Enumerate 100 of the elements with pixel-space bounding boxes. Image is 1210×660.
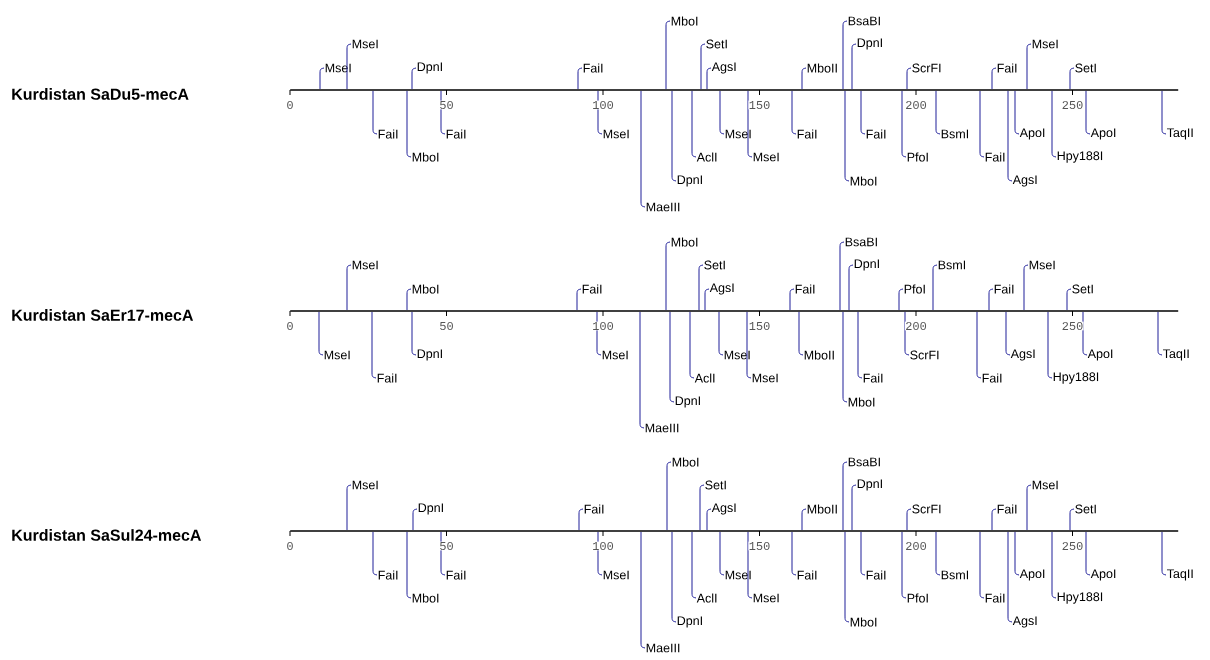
enzyme-label: ScrFI [912, 63, 941, 73]
leader-line [791, 90, 797, 135]
leader-line [789, 288, 795, 311]
tick-label: 50 [439, 100, 454, 110]
enzyme-label: MseI [1029, 260, 1055, 270]
enzyme-label: ApoI [1090, 569, 1116, 581]
enzyme-label: SetI [1075, 504, 1096, 514]
leader-line [718, 311, 724, 356]
leader-line [671, 531, 677, 623]
enzyme-label: AclI [694, 373, 715, 383]
tick-label: 100 [591, 321, 615, 331]
leader-line [706, 67, 712, 90]
leader-line [640, 90, 646, 208]
enzyme-label: Hpy188I [1057, 151, 1103, 163]
tick-label: 100 [591, 541, 615, 551]
enzyme-label: DpnI [417, 349, 442, 361]
leader-line [848, 264, 854, 311]
leader-line [904, 311, 910, 356]
leader-line [597, 90, 603, 135]
enzyme-label: AclI [696, 593, 717, 603]
leader-line [440, 531, 446, 576]
leader-line [991, 508, 997, 531]
tick-label: 150 [748, 541, 771, 551]
enzyme-label: MseI [352, 480, 378, 490]
tick-label: 0 [286, 100, 294, 110]
enzyme-label: MboI [412, 593, 439, 603]
leader-line [988, 288, 994, 311]
leader-line [791, 531, 797, 576]
enzyme-label: DpnI [677, 175, 702, 187]
leader-line [801, 508, 807, 531]
leader-line [906, 508, 912, 531]
enzyme-label: BsaBI [848, 16, 880, 26]
enzyme-label: FaiI [997, 63, 1017, 73]
leader-line [842, 20, 848, 90]
leader-line [857, 311, 863, 379]
enzyme-label: FaiI [985, 593, 1005, 603]
leader-line [719, 90, 725, 135]
enzyme-label: MseI [725, 129, 751, 139]
enzyme-label: MboI [848, 397, 875, 407]
leader-line [801, 67, 807, 90]
leader-line [406, 531, 412, 599]
tick-label: 50 [439, 541, 454, 551]
leader-line [700, 43, 706, 90]
enzyme-label: MboI [672, 457, 699, 467]
leader-line [1007, 90, 1013, 182]
enzyme-label: FaiI [866, 129, 886, 139]
leader-line [319, 67, 325, 90]
leader-line [932, 264, 938, 311]
enzyme-label: AgsI [711, 62, 736, 74]
leader-line [666, 461, 672, 531]
sequence-name: Kurdistan SaDu5-mecA [12, 88, 189, 100]
leader-line [851, 484, 857, 531]
leader-line [318, 311, 324, 356]
enzyme-label: MseI [602, 350, 628, 360]
leader-line [798, 311, 804, 356]
leader-line [844, 90, 850, 182]
enzyme-label: AgsI [709, 283, 734, 295]
sequence-axis [289, 530, 1179, 537]
enzyme-label: FaiI [797, 570, 817, 580]
enzyme-label: SetI [1075, 63, 1096, 73]
enzyme-label: MseI [752, 373, 778, 383]
tick-label: 250 [1061, 100, 1084, 110]
enzyme-label: DpnI [854, 259, 879, 271]
enzyme-label: BsmI [938, 260, 966, 270]
enzyme-label: SetI [706, 39, 727, 49]
leader-line [1026, 43, 1032, 90]
enzyme-label: ScrFI [912, 504, 941, 514]
enzyme-label: MseI [603, 570, 629, 580]
leader-line [704, 288, 710, 311]
sequence-axis [289, 310, 1179, 317]
enzyme-label: MboI [671, 16, 698, 26]
tick-label: 0 [286, 321, 294, 331]
enzyme-label: BsaBI [845, 237, 877, 247]
leader-line [412, 508, 418, 531]
enzyme-label: Hpy188I [1057, 592, 1103, 604]
leader-line [839, 241, 845, 311]
enzyme-label: MseI [352, 39, 378, 49]
leader-line [1161, 90, 1167, 135]
enzyme-label: MboI [850, 176, 877, 186]
enzyme-label: DpnI [418, 503, 443, 515]
leader-line [746, 311, 752, 379]
enzyme-label: MseI [324, 350, 350, 360]
leader-line [842, 311, 848, 403]
enzyme-label: FaiI [446, 129, 466, 139]
leader-line [860, 531, 866, 576]
enzyme-label: PfoI [907, 152, 928, 162]
leader-line [440, 90, 446, 135]
sequence-axis [289, 89, 1179, 96]
enzyme-label: FaiI [377, 373, 397, 383]
enzyme-label: FaiI [378, 129, 398, 139]
leader-line [706, 508, 712, 531]
tick-label: 200 [904, 321, 928, 331]
leader-line [901, 90, 907, 158]
enzyme-label: DpnI [417, 62, 442, 74]
enzyme-label: ApoI [1090, 128, 1116, 140]
leader-line [976, 311, 982, 379]
enzyme-label: ApoI [1087, 349, 1113, 361]
leader-line [860, 90, 866, 135]
enzyme-label: MseI [1032, 480, 1058, 490]
leader-line [979, 90, 985, 158]
